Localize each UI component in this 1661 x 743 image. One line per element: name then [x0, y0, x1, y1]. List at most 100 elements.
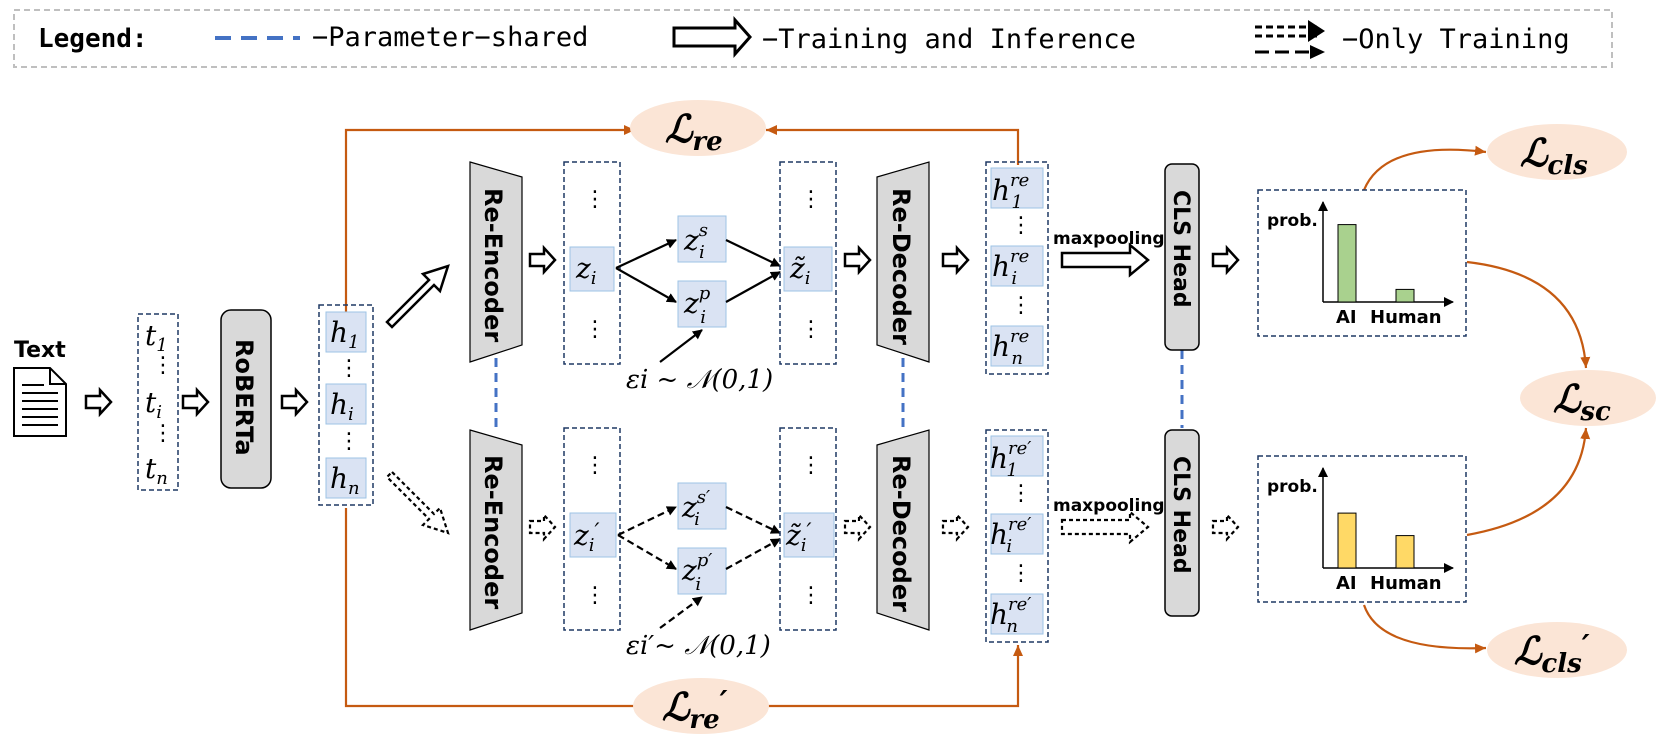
- z-i-prime: zi′: [573, 519, 600, 556]
- hre-prime-n: hre′n: [990, 594, 1031, 637]
- arrow-roberta-to-hidden: [280, 386, 309, 418]
- double-arrow-dashed-icon: [1255, 20, 1325, 59]
- arrow-cls-to-chart: [1211, 244, 1240, 276]
- encoder-top-label: Re-Encoder: [479, 188, 507, 342]
- z-s-prime: zs′i: [681, 487, 710, 530]
- bar-bottom-human: [1395, 535, 1415, 569]
- svg-text:ℒre: ℒre: [665, 106, 723, 157]
- svg-text:⋮: ⋮: [338, 429, 360, 454]
- z-i: zi: [575, 252, 597, 289]
- svg-text:⋮: ⋮: [152, 421, 174, 446]
- arrow-ztilde-prime-to-dec: [843, 512, 872, 542]
- svg-text:ℒsc: ℒsc: [1553, 376, 1611, 427]
- hidden-hi: hi: [330, 388, 354, 425]
- token-ti: ti: [145, 386, 162, 423]
- cat-ai-top: AI: [1336, 307, 1357, 328]
- text-label: Text: [14, 338, 66, 363]
- decoder-top: Re-Decoder: [876, 161, 930, 363]
- flow-arrows-bottom: [385, 470, 1240, 545]
- arrow-enc-to-z: [528, 244, 557, 276]
- hidden-column: h1 ⋮ hi ⋮ hn: [318, 304, 374, 506]
- cls-head-bottom: CLS Head: [1164, 429, 1200, 617]
- shared-lines: [494, 350, 1184, 432]
- legend: Legend: −Parameter−shared −Training and …: [13, 9, 1613, 68]
- svg-text:⋮: ⋮: [800, 453, 822, 478]
- svg-text:⋮: ⋮: [800, 583, 822, 608]
- svg-text:⋮: ⋮: [800, 317, 822, 342]
- svg-text:⋮: ⋮: [800, 187, 822, 212]
- arrow-cls-to-chart-prime: [1211, 512, 1240, 542]
- roberta-block: RoBERTa: [220, 309, 272, 489]
- prob-chart-top: prob. AI Human: [1257, 189, 1467, 337]
- cat-ai-bottom: AI: [1336, 573, 1357, 594]
- hre-prime-1: hre′1: [990, 438, 1031, 481]
- svg-text:⋮: ⋮: [152, 353, 174, 378]
- svg-text:⋮: ⋮: [584, 583, 606, 608]
- svg-text:⋮: ⋮: [584, 453, 606, 478]
- loss-connectors: [344, 125, 1591, 708]
- arrow-text-to-tokens: [84, 386, 113, 418]
- loss-re: ℒre: [630, 100, 766, 157]
- svg-text:⋮: ⋮: [1010, 293, 1032, 318]
- flow-arrows-top: [84, 242, 1240, 418]
- maxpooling-top-label: maxpooling: [1053, 229, 1165, 249]
- decoder-top-label: Re-Decoder: [887, 188, 915, 345]
- to-loss-cls-prime: [1362, 604, 1487, 654]
- cat-human-bottom: Human: [1370, 573, 1442, 594]
- arrow-ztilde-to-dec: [843, 244, 872, 276]
- prob-label-top: prob.: [1267, 211, 1318, 231]
- legend-only-train: −Only Training: [1342, 24, 1570, 55]
- prob-label-bottom: prob.: [1267, 477, 1318, 497]
- document-icon: [13, 367, 67, 437]
- to-loss-cls: [1362, 145, 1487, 191]
- arrow-tokens-to-roberta: [181, 386, 210, 418]
- latent-bottom: ⋮ zi′ ⋮ zs′i zp′i εi′~ 𝒩(0,1) ⋮ z̃i′ ⋮: [563, 427, 837, 661]
- svg-text:⋮: ⋮: [338, 356, 360, 381]
- double-arrow-solid-icon: [672, 16, 753, 58]
- loss-cls: ℒcls: [1487, 124, 1627, 181]
- legend-box: [13, 9, 1613, 68]
- prob-chart-bottom: prob. AI Human: [1257, 455, 1467, 603]
- bar-top-human: [1395, 288, 1415, 303]
- loss-sc: ℒsc: [1520, 370, 1656, 427]
- z-p-prime: zp′i: [681, 550, 712, 595]
- token-tn: tn: [145, 452, 168, 489]
- hre-prime-i: hre′i: [990, 514, 1031, 557]
- recon-bottom: hre′1 ⋮ hre′i ⋮ hre′n: [985, 429, 1049, 643]
- encoder-top: Re-Encoder: [469, 161, 523, 363]
- to-loss-reprime-left: [344, 508, 640, 708]
- cat-human-top: Human: [1370, 307, 1442, 328]
- roberta-label: RoBERTa: [230, 339, 258, 456]
- encoder-bottom-label: Re-Encoder: [479, 455, 507, 609]
- arrow-dec-to-hre-prime: [941, 512, 970, 542]
- hidden-h1: h1: [330, 316, 360, 353]
- svg-text:ℒcls: ℒcls: [1520, 130, 1588, 181]
- bar-bottom-ai: [1337, 512, 1357, 569]
- to-loss-re-left: [344, 125, 635, 312]
- maxpooling-bottom-label: maxpooling: [1053, 496, 1165, 516]
- svg-text:⋮: ⋮: [1010, 561, 1032, 586]
- decoder-bottom: Re-Decoder: [876, 429, 930, 631]
- to-loss-re-right: [766, 125, 1020, 165]
- arrow-maxpool-bottom: [1060, 509, 1150, 545]
- to-loss-sc-top: [1466, 260, 1591, 369]
- z-tilde-prime: z̃i′: [785, 519, 812, 556]
- loss-re-prime: ℒre′: [633, 678, 769, 735]
- svg-text:⋮: ⋮: [1010, 213, 1032, 238]
- arrow-enc-to-z-prime: [528, 512, 557, 542]
- loss-cls-prime: ℒcls′: [1487, 622, 1627, 679]
- legend-param-shared: −Parameter−shared: [312, 22, 588, 53]
- noise-bottom: εi′~ 𝒩(0,1): [626, 631, 771, 661]
- noise-top: εi ~ 𝒩(0,1): [626, 365, 773, 395]
- svg-text:⋮: ⋮: [584, 317, 606, 342]
- legend-title: Legend:: [38, 24, 148, 54]
- arrow-hidden-to-enc-bottom: [385, 470, 450, 535]
